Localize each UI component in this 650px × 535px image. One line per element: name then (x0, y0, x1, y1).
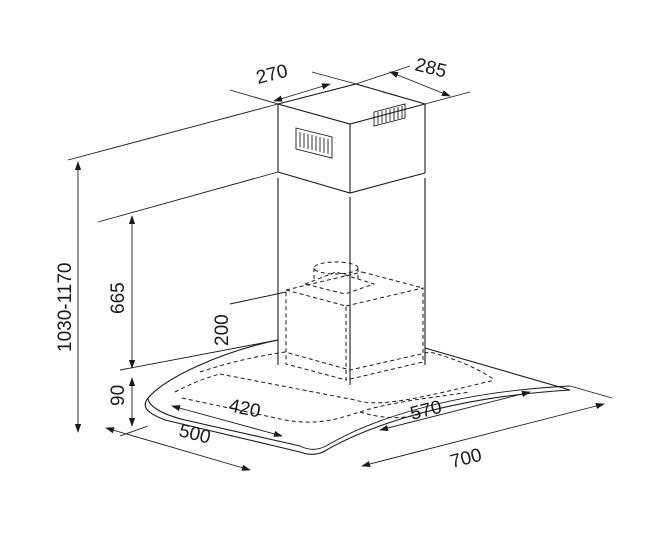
label-total-height: 1030-1170 (55, 263, 76, 352)
label-hood-width: 700 (448, 445, 484, 473)
label-chimney-depth: 270 (254, 61, 290, 89)
dim-line-500 (105, 427, 251, 471)
motor-housing-hidden (285, 261, 424, 381)
dimension-lines (74, 71, 605, 471)
label-motor-height: 200 (212, 314, 233, 346)
chimney (275, 83, 428, 385)
dim-line-570 (379, 390, 531, 432)
dim-line-700 (361, 402, 605, 468)
vent-slots-right (373, 103, 406, 127)
label-glass-width: 570 (408, 397, 444, 425)
dim-line-420 (171, 405, 283, 437)
dimension-labels: 270 285 1030-1170 665 200 90 420 570 500… (55, 54, 484, 472)
dim-line-270 (273, 83, 331, 102)
label-glass-depth: 420 (227, 395, 262, 422)
vent-slots-left (295, 127, 333, 159)
dim-line-285 (389, 71, 451, 97)
label-chimney-height: 665 (108, 282, 129, 314)
label-canopy-height: 90 (108, 385, 129, 406)
label-chimney-width: 285 (413, 54, 449, 82)
extension-lines (67, 65, 613, 437)
